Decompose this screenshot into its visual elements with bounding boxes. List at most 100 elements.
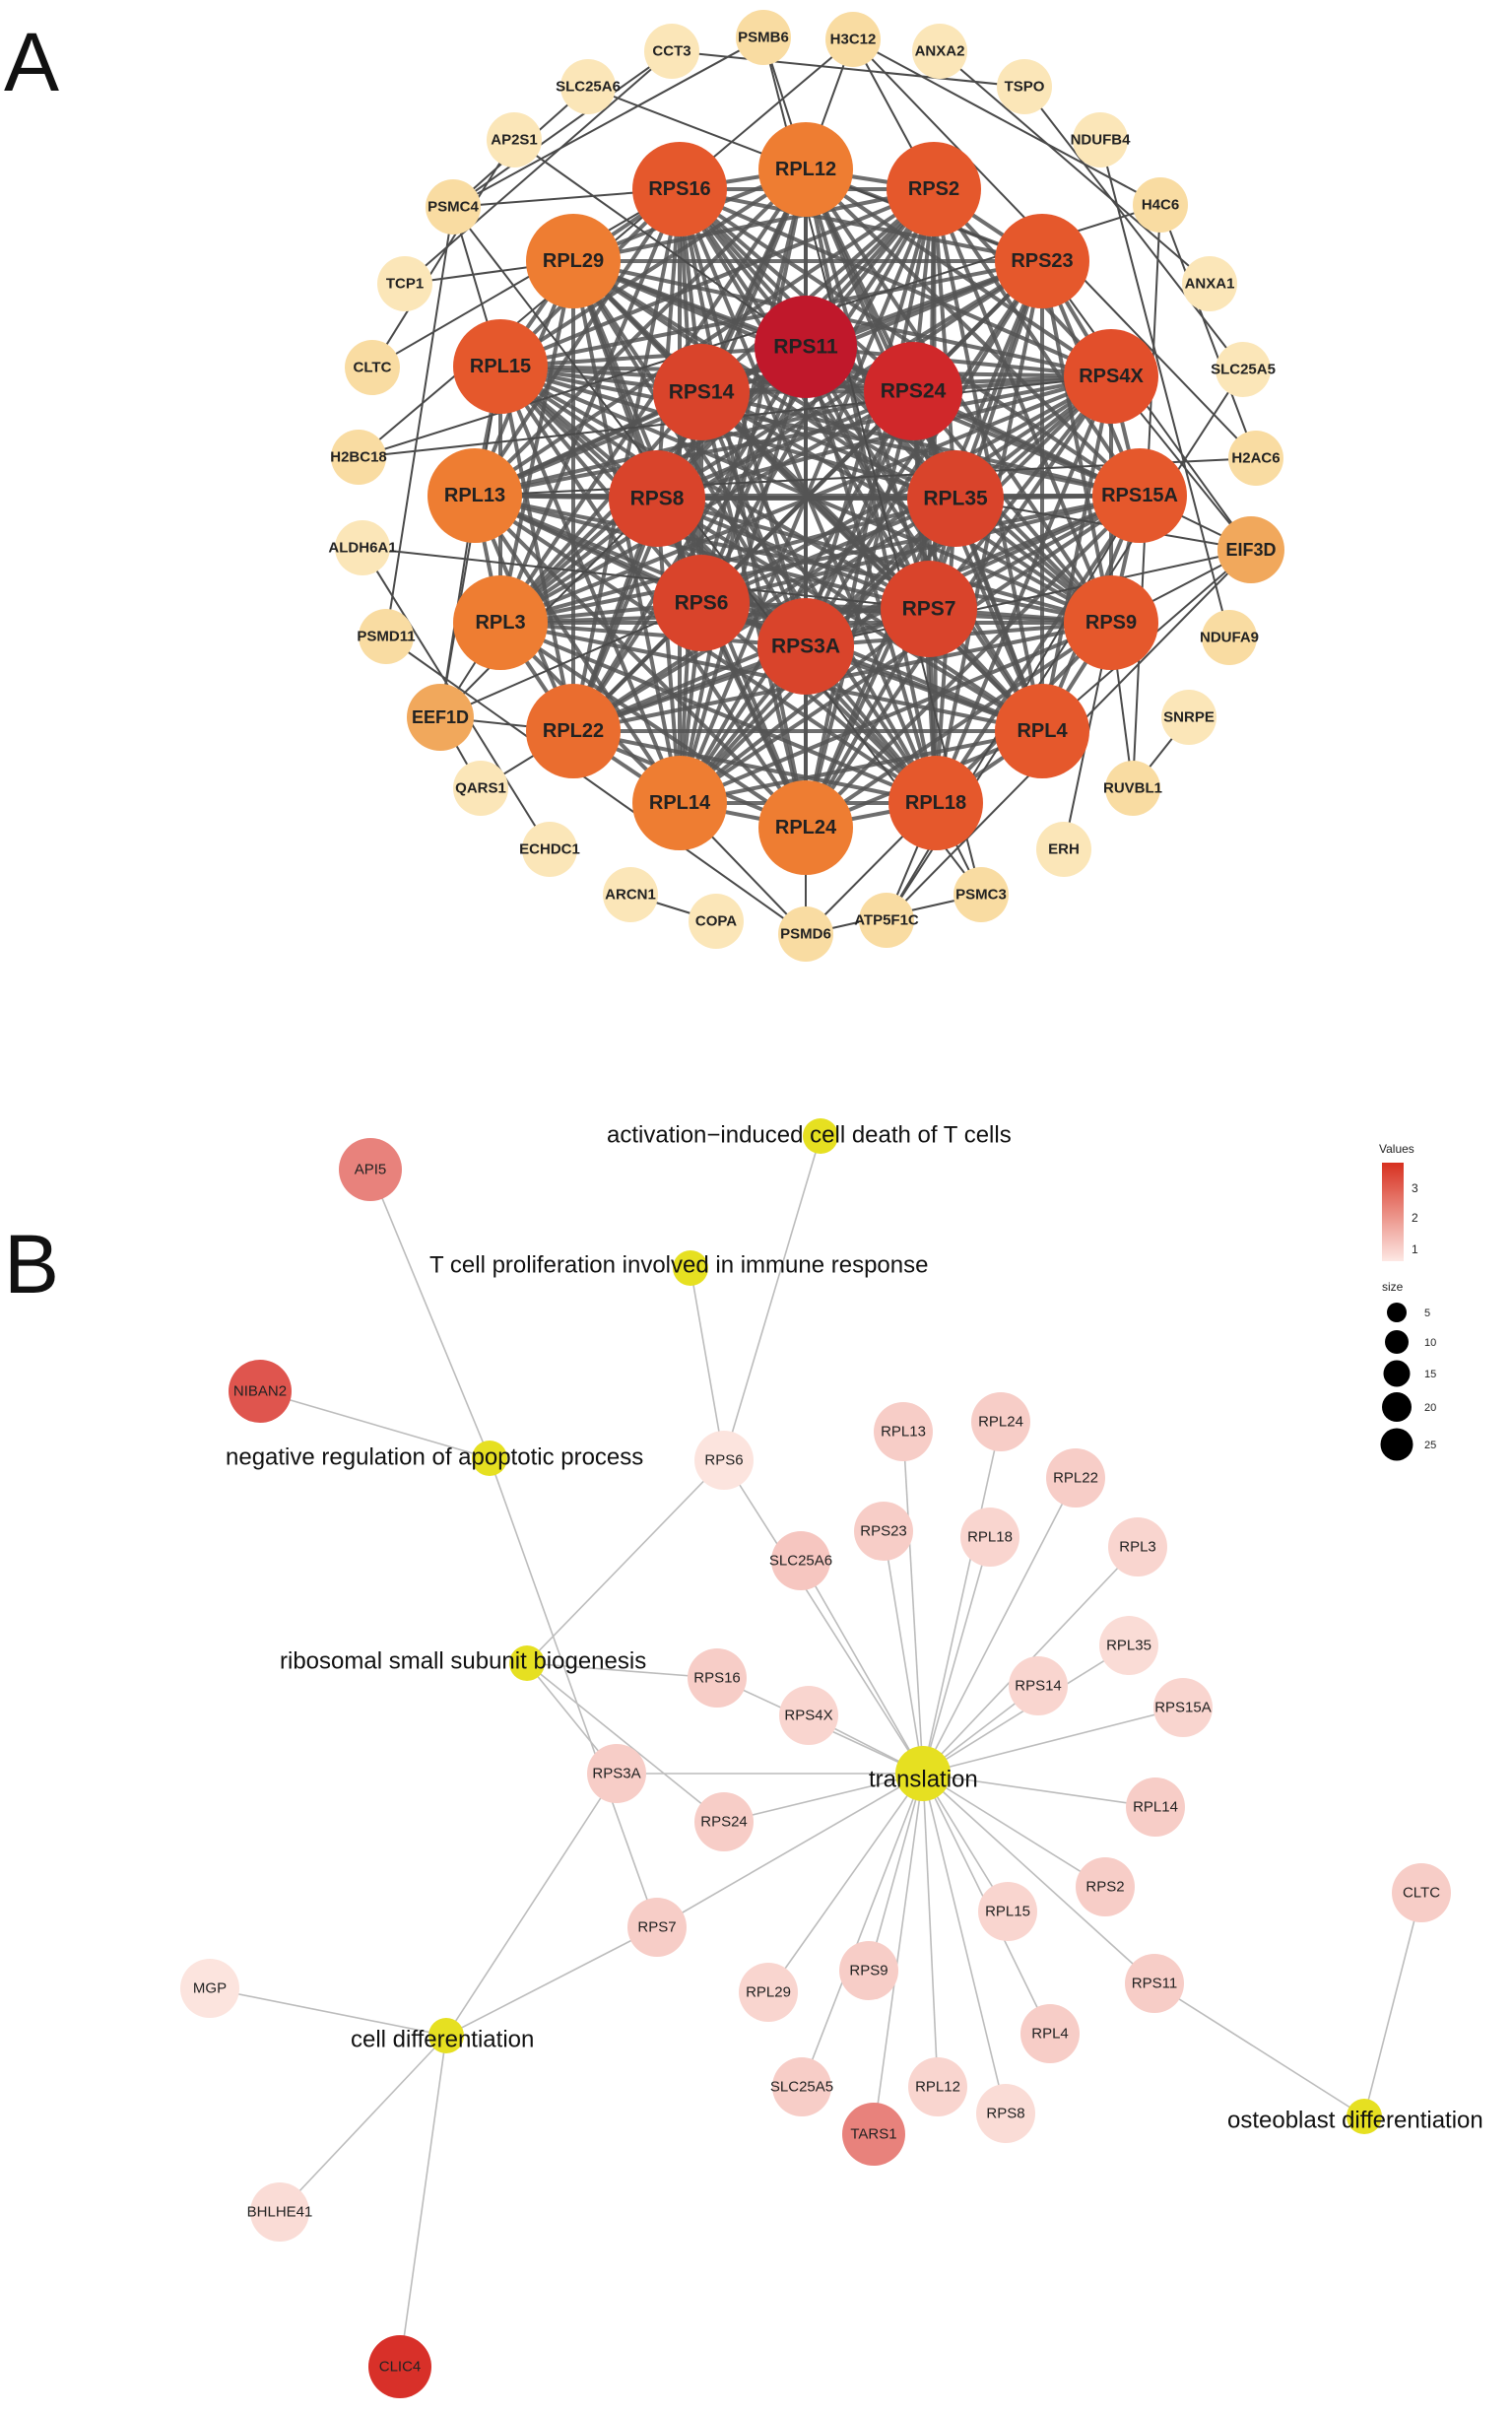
gene-node-rpl4: RPL4 bbox=[1020, 2004, 1080, 2063]
node-label: CLTC bbox=[354, 360, 392, 376]
gene-circle bbox=[1153, 1678, 1213, 1737]
node-rpl14: RPL14 bbox=[632, 756, 727, 850]
gene-label: RPL29 bbox=[746, 1984, 791, 2001]
node-rps23: RPS23 bbox=[995, 214, 1089, 308]
node-circle bbox=[758, 780, 853, 875]
node-circle bbox=[632, 756, 727, 850]
edge bbox=[679, 187, 1043, 263]
node-rpl29: RPL29 bbox=[526, 214, 621, 308]
node-circle bbox=[689, 894, 744, 949]
term-label: activation−induced cell death of T cells bbox=[607, 1122, 1012, 1149]
node-erh: ERH bbox=[1036, 822, 1091, 877]
node-label: RPL13 bbox=[444, 485, 505, 506]
legend-size-dot bbox=[1385, 1330, 1409, 1354]
edge bbox=[445, 1926, 658, 2037]
edge bbox=[801, 1773, 924, 2088]
edge bbox=[1040, 375, 1113, 732]
gene-label: RPS24 bbox=[700, 1814, 748, 1831]
node-label: ALDH6A1 bbox=[328, 540, 396, 557]
term-node-t-act: activation−induced cell death of T cells bbox=[607, 1118, 1012, 1154]
node-psmc4: PSMC4 bbox=[426, 179, 481, 235]
edge bbox=[699, 187, 936, 394]
edge bbox=[473, 187, 682, 498]
gene-label: BHLHE41 bbox=[247, 2204, 313, 2221]
edge bbox=[452, 206, 982, 896]
gene-circle bbox=[854, 1502, 913, 1561]
term-circle bbox=[472, 1441, 507, 1476]
node-circle bbox=[888, 756, 983, 850]
edge bbox=[445, 1773, 618, 2037]
edge bbox=[678, 187, 1044, 733]
node-circle bbox=[426, 179, 481, 235]
term-circle bbox=[428, 2018, 464, 2053]
node-label: NDUFA9 bbox=[1200, 630, 1259, 646]
edge bbox=[800, 1560, 924, 1775]
node-label: RPS23 bbox=[1011, 250, 1073, 272]
node-circle bbox=[864, 342, 962, 440]
node-circle bbox=[757, 598, 854, 695]
node-rps11: RPS11 bbox=[755, 296, 857, 398]
legend-size-dot bbox=[1382, 1392, 1412, 1422]
node-circle bbox=[609, 450, 705, 547]
gene-node-rps14: RPS14 bbox=[1009, 1656, 1068, 1715]
node-tcp1: TCP1 bbox=[377, 256, 432, 311]
gene-label: CLIC4 bbox=[379, 2359, 422, 2376]
network-b-edges bbox=[209, 1135, 1422, 2368]
gene-label: RPS16 bbox=[693, 1670, 741, 1687]
edge bbox=[399, 2035, 447, 2368]
edge bbox=[723, 1459, 924, 1775]
node-atp5f1c: ATP5F1C bbox=[854, 893, 919, 948]
gene-node-rpl14: RPL14 bbox=[1126, 1777, 1185, 1837]
node-circle bbox=[487, 112, 542, 168]
gene-label: RPL15 bbox=[985, 1904, 1030, 1920]
term-node-t-cdiff: cell differentiation bbox=[351, 2018, 534, 2053]
node-label: PSMD6 bbox=[780, 926, 831, 943]
node-label: RPS15A bbox=[1101, 485, 1178, 506]
node-anxa2: ANXA2 bbox=[912, 24, 967, 79]
gene-circle bbox=[978, 1882, 1037, 1941]
node-label: NDUFB4 bbox=[1071, 132, 1131, 149]
node-rpl12: RPL12 bbox=[758, 122, 853, 217]
term-circle bbox=[509, 1645, 545, 1681]
gene-node-rpl18: RPL18 bbox=[960, 1508, 1019, 1567]
edge bbox=[804, 188, 936, 647]
node-rps8: RPS8 bbox=[609, 450, 705, 547]
node-h3c12: H3C12 bbox=[825, 12, 881, 67]
legend-size-tick: 10 bbox=[1424, 1337, 1436, 1349]
term-circle bbox=[803, 1118, 838, 1154]
node-circle bbox=[345, 340, 400, 395]
node-label: RPS6 bbox=[675, 592, 729, 615]
gene-label: RPL18 bbox=[967, 1529, 1013, 1546]
gene-node-slc25a6: SLC25A6 bbox=[769, 1531, 832, 1590]
node-circle bbox=[331, 430, 386, 485]
gene-label: RPS8 bbox=[986, 2106, 1024, 2122]
gene-node-rpl24: RPL24 bbox=[971, 1392, 1030, 1451]
legend-size-dot bbox=[1380, 1428, 1413, 1461]
gene-node-clic4: CLIC4 bbox=[368, 2335, 431, 2398]
node-psmd11: PSMD11 bbox=[357, 609, 416, 664]
gene-label: RPL35 bbox=[1106, 1638, 1151, 1654]
legend-size-tick: 20 bbox=[1424, 1402, 1436, 1414]
node-label: ANXA2 bbox=[915, 43, 965, 60]
edge bbox=[279, 2035, 447, 2213]
node-label: H2AC6 bbox=[1231, 450, 1280, 467]
gene-label: RPS15A bbox=[1154, 1700, 1212, 1716]
edge bbox=[498, 260, 575, 624]
edge bbox=[678, 188, 938, 804]
edge bbox=[690, 1267, 725, 1461]
node-rpl22: RPL22 bbox=[526, 684, 621, 778]
gene-circle bbox=[839, 1941, 898, 2000]
node-ruvbl1: RUVBL1 bbox=[1103, 761, 1162, 816]
edge bbox=[1363, 1892, 1422, 2117]
gene-circle bbox=[1108, 1517, 1167, 1576]
node-rpl4: RPL4 bbox=[995, 684, 1089, 778]
gene-circle bbox=[694, 1792, 754, 1851]
node-label: PSMB6 bbox=[738, 30, 789, 46]
node-label: RPL4 bbox=[1017, 720, 1068, 742]
node-aldh6a1: ALDH6A1 bbox=[328, 520, 397, 575]
edge bbox=[678, 187, 915, 393]
gene-label: NIBAN2 bbox=[233, 1383, 287, 1400]
node-cltc: CLTC bbox=[345, 340, 400, 395]
